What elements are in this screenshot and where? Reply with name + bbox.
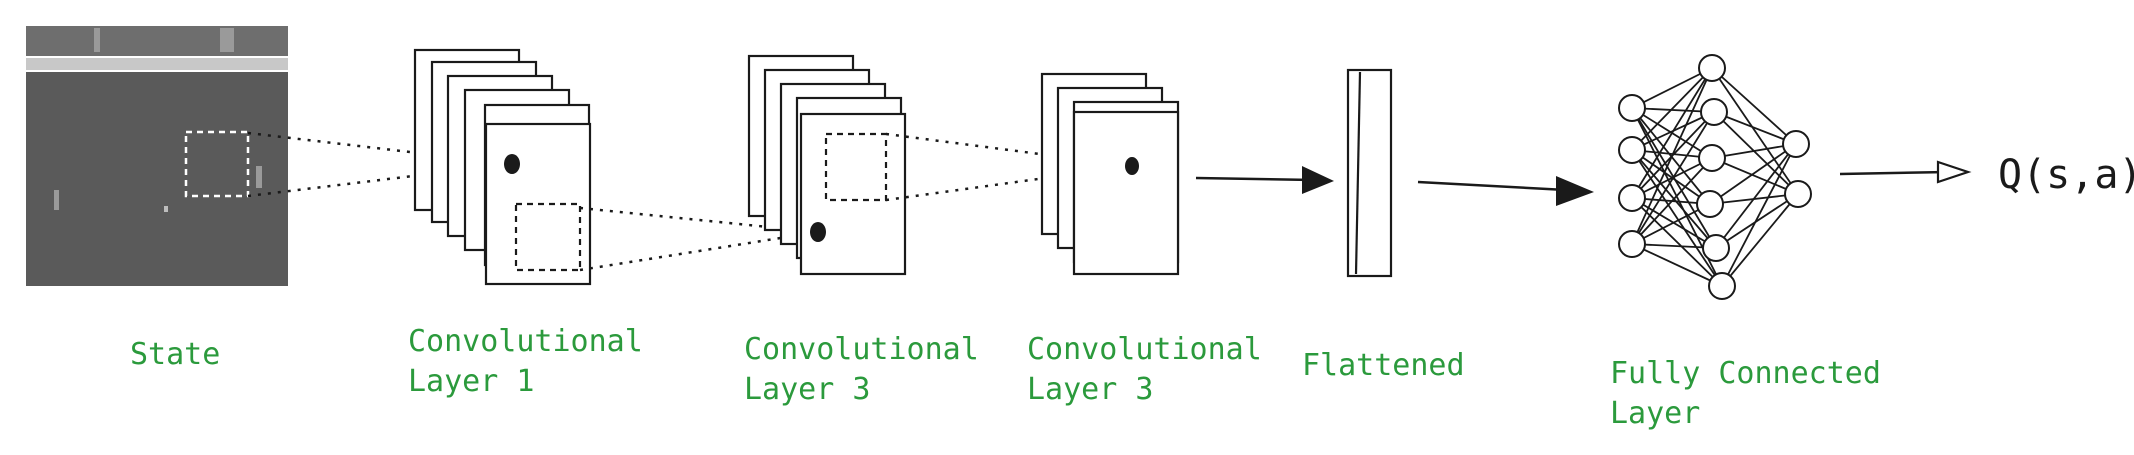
- fc-edge: [1631, 203, 1711, 245]
- label-conv2-line2: Layer 3: [744, 372, 871, 407]
- fc-edge: [1713, 111, 1799, 195]
- fc-edge: [1715, 193, 1799, 249]
- label-conv3-line1: Convolutional: [1027, 332, 1262, 367]
- fc-neuron-layer-1: [1618, 136, 1646, 164]
- fc-edge: [1631, 243, 1717, 249]
- fc-edge: [1711, 67, 1797, 145]
- label-flattened: Flattened: [1302, 348, 1465, 383]
- fc-neuron-layer-2: [1696, 190, 1724, 218]
- state-image: [26, 26, 288, 286]
- fc-connections: [1631, 67, 1799, 287]
- fc-edge: [1721, 193, 1799, 287]
- fc-edge: [1711, 157, 1799, 195]
- fc-edge: [1721, 143, 1797, 287]
- fc-neuron-layer-3: [1782, 130, 1810, 158]
- label-conv1-line2: Layer 1: [408, 364, 535, 399]
- fc-edge: [1711, 67, 1799, 195]
- flattened-vector: [1346, 68, 1393, 278]
- fc-edge: [1631, 67, 1713, 151]
- label-conv2-line1: Convolutional: [744, 332, 979, 367]
- fc-neuron-layer-2: [1698, 54, 1726, 82]
- fc-edge: [1631, 67, 1713, 109]
- arrow-flattened-to-fc: [1417, 176, 1594, 206]
- fc-edge: [1631, 67, 1713, 199]
- conv-layer-2-stack: [747, 54, 907, 276]
- arrow-fc-to-output: [1839, 160, 1972, 184]
- fc-neuron-layer-1: [1618, 94, 1646, 122]
- fc-neuron-layer-3: [1784, 180, 1812, 208]
- fc-edge: [1715, 143, 1797, 249]
- fc-edge: [1631, 111, 1715, 245]
- output-q-value: Q(s,a): [1998, 152, 2134, 198]
- fc-edge: [1631, 67, 1713, 245]
- fc-neuron-layer-2: [1700, 98, 1728, 126]
- fc-edge: [1713, 111, 1797, 145]
- label-fc-line1: Fully Connected: [1610, 356, 1881, 391]
- label-state: State: [130, 337, 221, 372]
- fc-neuron-layer-2: [1708, 272, 1736, 300]
- fc-edge: [1631, 243, 1723, 287]
- fc-edge: [1631, 149, 1711, 205]
- fc-neuron-layer-2: [1702, 234, 1730, 262]
- arrow-conv3-to-flattened: [1195, 166, 1334, 194]
- projection-conv2-to-conv3: [885, 132, 1133, 202]
- fc-neuron-layer-2: [1698, 144, 1726, 172]
- fc-edge: [1709, 143, 1797, 205]
- conv-layer-3-stack: [1040, 72, 1180, 276]
- label-conv3-line2: Layer 3: [1027, 372, 1154, 407]
- fc-neuron-layer-1: [1618, 184, 1646, 212]
- fc-edge: [1631, 157, 1713, 245]
- label-fc-line2: Layer: [1610, 396, 1701, 431]
- fully-connected-network: [1618, 54, 1812, 300]
- label-conv1-line1: Convolutional: [408, 324, 643, 359]
- projection-conv1-to-conv2: [579, 206, 819, 272]
- conv-layer-1-stack: [413, 48, 592, 286]
- fc-neuron-layer-1: [1618, 230, 1646, 258]
- fc-edge: [1711, 143, 1797, 159]
